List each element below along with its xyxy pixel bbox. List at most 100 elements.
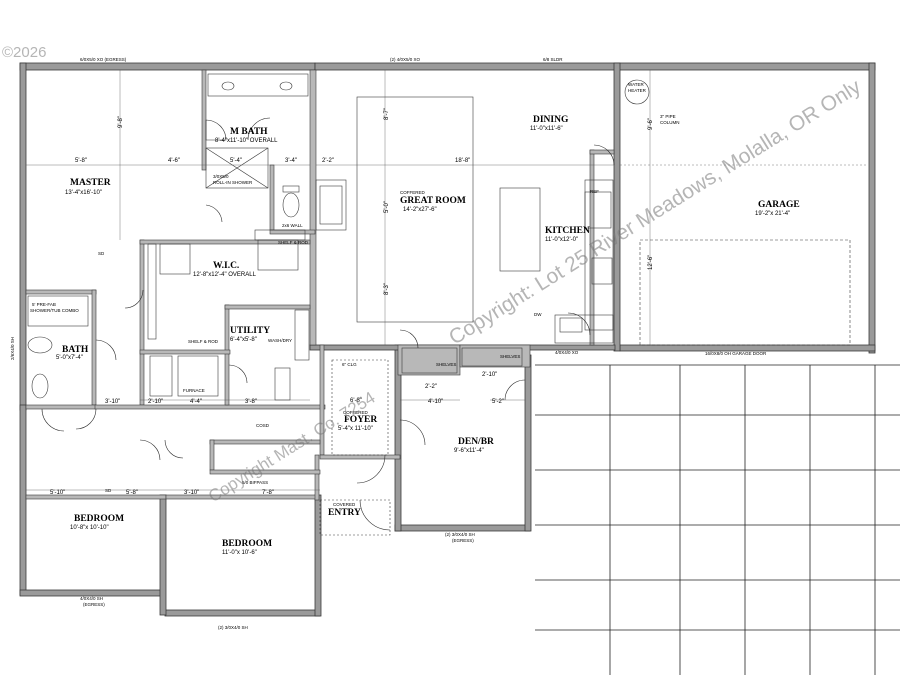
room-dim-kitchen: 11'-0"x12'-0": [545, 237, 578, 243]
svg-text:5'-0": 5'-0": [384, 201, 390, 213]
svg-text:3'-10": 3'-10": [105, 399, 120, 405]
room-dim-bath: 5'-0"x7'-4": [56, 355, 83, 361]
room-dim-bedroom1: 10'-8"x 10'-10": [70, 525, 109, 531]
smoke-detector-2: SD: [105, 488, 112, 493]
svg-text:4'-10": 4'-10": [428, 399, 443, 405]
refrigerator-label: REF: [590, 189, 599, 194]
svg-text:2'-2": 2'-2": [425, 384, 437, 390]
room-name-great: GREAT ROOM: [400, 196, 466, 206]
svg-text:9'-6": 9'-6": [648, 118, 654, 130]
svg-text:2'-10": 2'-10": [148, 399, 163, 405]
water-heater-label-2: HEATER: [628, 88, 647, 93]
svg-text:5'-8": 5'-8": [75, 158, 87, 164]
wall-label: 2x6 WALL: [282, 223, 303, 228]
shelves-label-1: SHELVES: [436, 362, 456, 367]
svg-text:9'-8": 9'-8": [118, 116, 124, 128]
walls: [19, 62, 876, 617]
svg-text:5'-10": 5'-10": [50, 490, 65, 496]
dimension-lines: [26, 70, 868, 491]
svg-text:2'-2": 2'-2": [322, 158, 334, 164]
shelf-rod-label: SHELF & ROD: [188, 339, 219, 344]
shower-label-2: ROLL-IN SHOWER: [213, 180, 253, 185]
room-name-foyer: FOYER: [344, 415, 377, 425]
window-label-slider: 6/8 SLDR: [543, 57, 563, 62]
svg-text:7'-8": 7'-8": [262, 490, 274, 496]
room-dim-wic: 12'-8"x12'-4" OVERALL: [193, 272, 257, 278]
shelves-label-2: SHELVES: [500, 354, 520, 359]
room-name-entry: ENTRY: [328, 508, 361, 518]
smoke-detector-1: SD: [98, 251, 105, 256]
wash-dry-label: WASH/DRY: [268, 338, 292, 343]
room-name-garage: GARAGE: [758, 200, 800, 210]
room-dim-garage: 19'-2"x 21'-4": [755, 211, 790, 217]
pipe-column-label-1: 3" PIPE: [660, 114, 676, 119]
svg-text:5'-2": 5'-2": [492, 399, 504, 405]
room-name-dining: DINING: [533, 115, 569, 125]
svg-text:5'-4": 5'-4": [230, 158, 242, 164]
svg-text:6'-8": 6'-8": [350, 398, 362, 404]
window-label-bed1-egress: (EGRESS): [83, 602, 105, 607]
svg-text:2'-10": 2'-10": [482, 372, 497, 378]
room-dim-dining: 11'-0"x11'-6": [530, 126, 563, 132]
room-dim-bedroom2: 11'-0"x 10'-6": [222, 550, 257, 556]
interior-walls: [25, 69, 615, 501]
svg-text:3'-10": 3'-10": [184, 490, 199, 496]
svg-text:5'-8": 5'-8": [126, 490, 138, 496]
co-smoke-detector: COSD: [256, 423, 270, 428]
svg-text:4'-4": 4'-4": [190, 399, 202, 405]
window-label-bed2: (2) 3/0X4/0 SH: [218, 625, 248, 630]
room-dim-foyer: 5'-4"x 11'-10": [338, 426, 373, 432]
window-label-kitchen: 4/0X4/0 XO: [555, 350, 579, 355]
svg-text:12'-6": 12'-6": [648, 255, 654, 270]
tub-label-1: 5' PRE-FAB: [32, 302, 56, 307]
closet-label: 6" CLG: [342, 362, 357, 367]
room-dim-den: 9'-6"x11'-4": [454, 448, 484, 454]
svg-text:3'-4": 3'-4": [285, 158, 297, 164]
window-label-left: 2/6X4/0 SH: [10, 337, 15, 360]
dimension-labels: 5'-8" 4'-6" 18'-8" 3'-4" 2'-2" 5'-4" 3'-…: [50, 108, 654, 496]
room-name-bath: BATH: [62, 345, 89, 355]
room-dim-utility: 6'-4"x5'-8": [230, 337, 257, 343]
svg-text:4'-6": 4'-6": [168, 158, 180, 164]
room-name-master: MASTER: [70, 178, 111, 188]
room-name-den: DEN/BR: [458, 437, 494, 447]
window-labels: 6/0X5/0 XO (EGRESS) (2) 4/0X5/0 XO 6/8 S…: [10, 57, 767, 630]
room-dim-great: 14'-2"x27'-6": [403, 207, 437, 213]
room-dim-mbath: 8'-4"x11'-10" OVERALL: [215, 138, 278, 144]
room-note-great: COFFERED: [400, 190, 426, 195]
dishwasher-label: DW: [534, 312, 542, 317]
copyright-mark: ©2026: [2, 44, 47, 61]
room-name-wic: W.I.C.: [213, 261, 239, 271]
fixtures: [27, 73, 851, 536]
furnace-label: FURNACE: [183, 388, 205, 393]
room-name-kitchen: KITCHEN: [545, 226, 590, 236]
svg-text:18'-8": 18'-8": [455, 158, 470, 164]
pipe-column-label-2: COLUMN: [660, 120, 680, 125]
room-name-bedroom1: BEDROOM: [74, 514, 124, 524]
room-note-entry: COVERED: [333, 502, 356, 507]
room-name-mbath: M BATH: [230, 127, 268, 137]
room-dim-master: 13'-4"x16'-10": [65, 190, 102, 196]
window-label-top-mid: (2) 4/0X5/0 XO: [390, 57, 421, 62]
window-label-den-bottom: (2) 3/0X4/0 SH: [445, 532, 475, 537]
svg-text:8'-3": 8'-3": [384, 283, 390, 295]
doors: [41, 117, 615, 531]
tub-label-2: SHOWER/TUB COMBO: [30, 308, 79, 313]
shelf-rod-label-2: SHELF & ROD: [278, 240, 309, 245]
window-label-garage-door: 16/0X8/0 OH GARAGE DOOR: [705, 351, 767, 356]
svg-text:3'-8": 3'-8": [245, 399, 257, 405]
shower-label: 3/0X5/0: [213, 174, 229, 179]
window-label-bed1: 4/0X4/0 SH: [80, 596, 103, 601]
room-name-utility: UTILITY: [230, 326, 270, 336]
svg-text:8'-7": 8'-7": [384, 108, 390, 120]
window-label-top-left: 6/0X5/0 XO (EGRESS): [80, 57, 127, 62]
room-name-bedroom2: BEDROOM: [222, 539, 272, 549]
water-heater-label-1: WATER: [628, 82, 644, 87]
room-labels: MASTER 13'-4"x16'-10" M BATH 8'-4"x11'-1…: [56, 115, 800, 556]
fixture-labels: WATER HEATER 3" PIPE COLUMN 3/0X5/0 ROLL…: [30, 82, 680, 493]
window-label-den-egress: (EGRESS): [452, 538, 474, 543]
bifold-label: 5/0 BIFPASS: [242, 480, 268, 485]
room-note-foyer: COFFERED: [343, 410, 369, 415]
